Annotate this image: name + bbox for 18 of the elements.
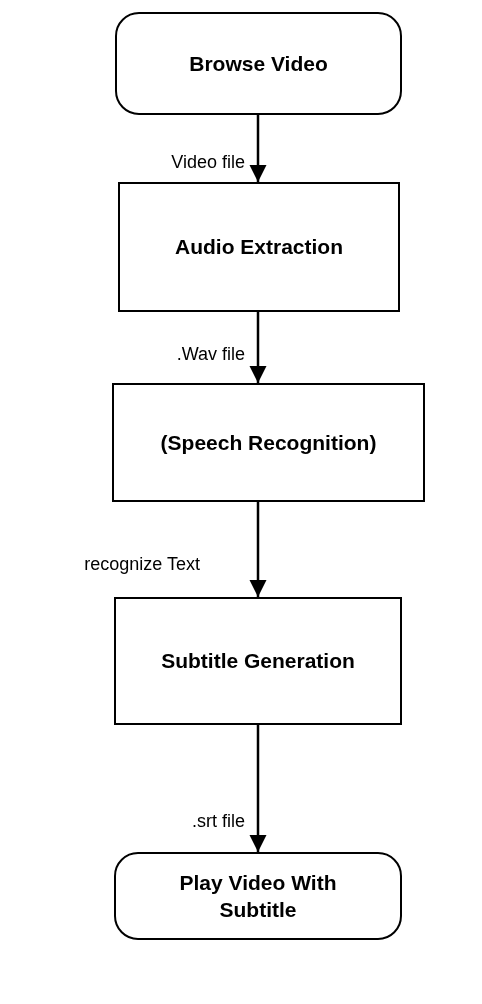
node-label: (Speech Recognition) bbox=[160, 429, 377, 456]
node-label: Play Video With Subtitle bbox=[178, 869, 338, 923]
terminal-box bbox=[115, 12, 402, 115]
arrow bbox=[249, 725, 267, 852]
process-box bbox=[114, 597, 402, 725]
node-label: Subtitle Generation bbox=[161, 648, 355, 675]
edge-label: recognize Text bbox=[84, 554, 200, 575]
edge-label: .srt file bbox=[192, 811, 245, 832]
process-box bbox=[118, 182, 400, 312]
node-label: Audio Extraction bbox=[175, 234, 343, 261]
node-label: Browse Video bbox=[189, 50, 328, 77]
terminal-box bbox=[114, 852, 402, 940]
edge-label: .Wav file bbox=[176, 344, 245, 365]
process-box bbox=[112, 383, 425, 502]
arrow bbox=[249, 502, 267, 597]
arrow bbox=[249, 115, 267, 182]
edge-label: Video file bbox=[171, 152, 245, 173]
arrow bbox=[249, 312, 267, 383]
